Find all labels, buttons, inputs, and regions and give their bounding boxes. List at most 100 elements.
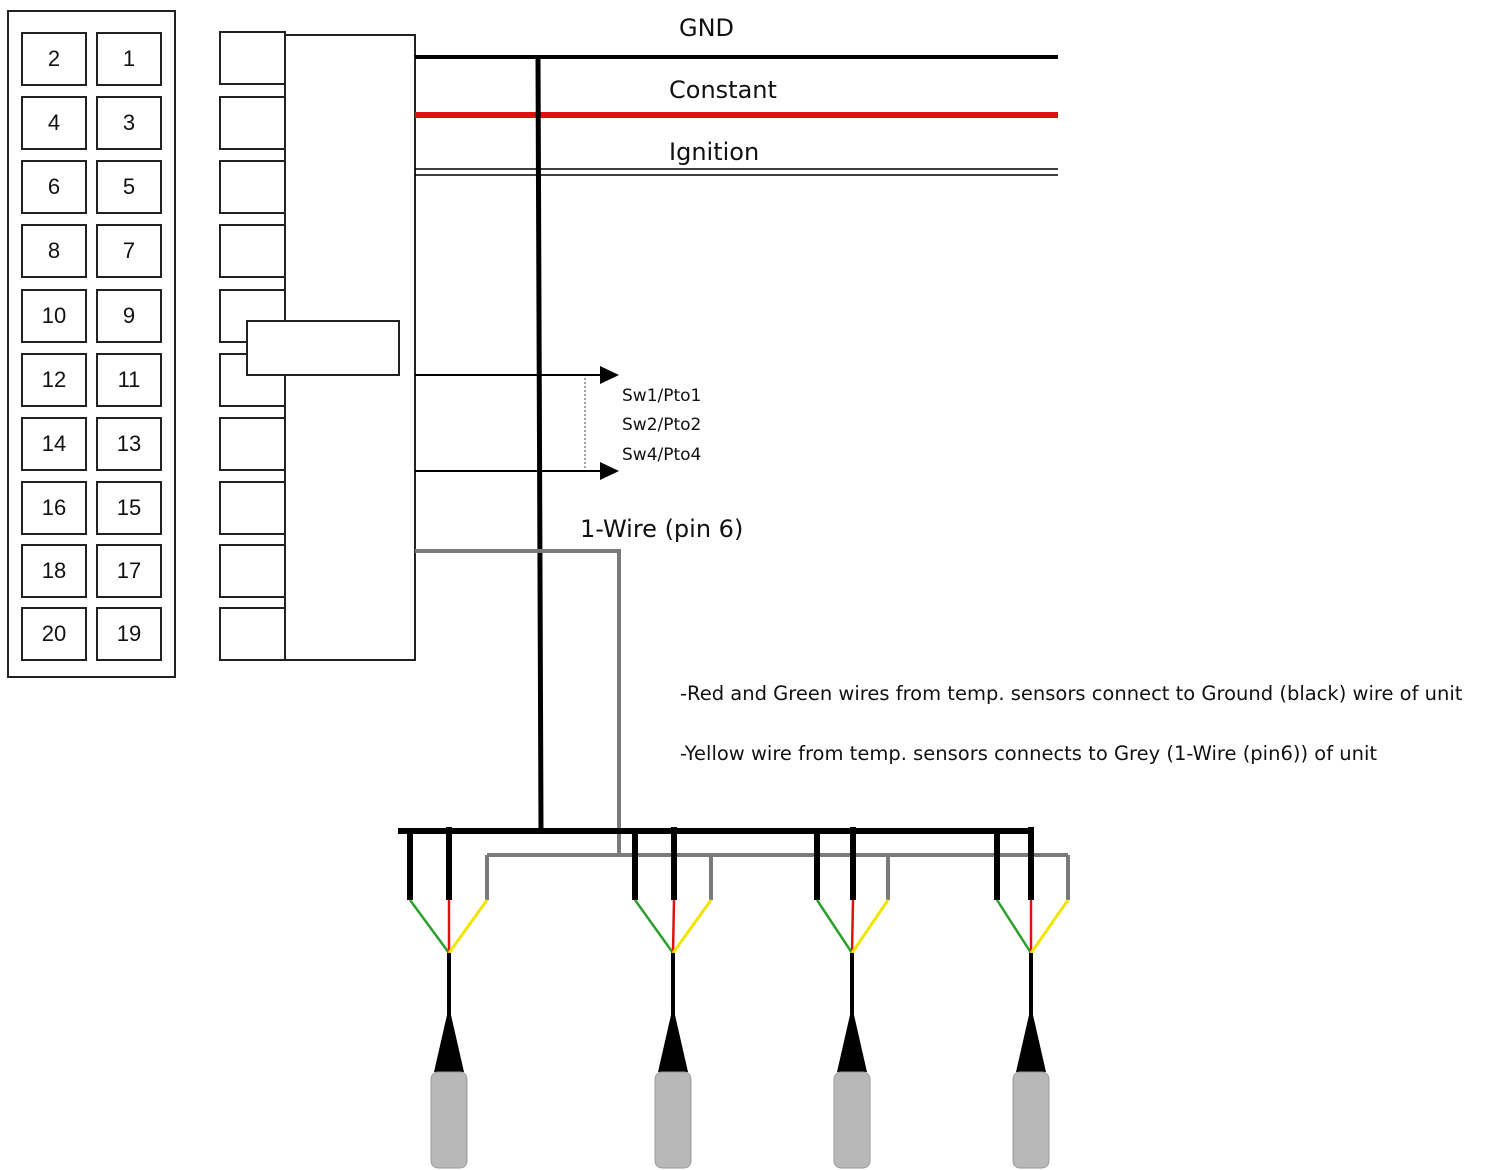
temperature-sensor bbox=[994, 827, 1070, 1169]
sensor-boot-icon bbox=[1016, 1015, 1046, 1072]
sensor-green-wire bbox=[408, 899, 451, 954]
pin-number: 2 bbox=[48, 46, 60, 71]
pin-cell bbox=[96, 417, 162, 471]
pin-row: 10 9 bbox=[21, 289, 162, 343]
power-wires: GND Constant Ignition bbox=[415, 14, 1058, 176]
pin-cell bbox=[96, 289, 162, 343]
sensor-yellow-wire bbox=[447, 899, 489, 954]
pin-cell bbox=[21, 481, 87, 535]
pin-cell bbox=[21, 607, 87, 661]
pin-row: 14 13 bbox=[21, 417, 162, 471]
pin-cell bbox=[21, 224, 87, 278]
pin-row: 12 11 bbox=[21, 353, 162, 407]
pin-cell bbox=[96, 607, 162, 661]
pin-number: 3 bbox=[123, 110, 135, 135]
sensor-green-wire bbox=[633, 899, 675, 954]
pin-number: 14 bbox=[42, 431, 66, 456]
temperature-sensor bbox=[407, 827, 489, 1169]
pin-cell bbox=[21, 289, 87, 343]
sensor-boot-icon bbox=[837, 1015, 867, 1072]
pin-cell bbox=[21, 544, 87, 598]
pin-number: 10 bbox=[42, 303, 66, 328]
pin-number: 5 bbox=[123, 174, 135, 199]
pin-cell bbox=[96, 544, 162, 598]
sw2-label: Sw2/Pto2 bbox=[622, 415, 701, 435]
pin-number: 1 bbox=[123, 46, 135, 71]
one-wire-label: 1-Wire (pin 6) bbox=[580, 515, 743, 543]
pin-number: 13 bbox=[117, 431, 141, 456]
sensor-probe-icon bbox=[1012, 1071, 1050, 1169]
switch-outputs: Sw1/Pto1 Sw2/Pto2 Sw4/Pto4 bbox=[415, 366, 701, 480]
note-ground-connection: -Red and Green wires from temp. sensors … bbox=[680, 682, 1463, 705]
temperature-sensors bbox=[407, 827, 1070, 1169]
plug-latch bbox=[246, 320, 400, 376]
sensor-boot-icon bbox=[658, 1015, 688, 1072]
sensor-red-wire bbox=[850, 899, 855, 954]
sensor-yellow-wire bbox=[671, 899, 713, 954]
sw1-label: Sw1/Pto1 bbox=[622, 386, 701, 406]
plug-slot bbox=[219, 607, 286, 661]
temperature-sensor bbox=[814, 827, 890, 1169]
pin-cell bbox=[21, 417, 87, 471]
sensor-yellow-wire bbox=[850, 899, 890, 954]
pin-number: 4 bbox=[48, 110, 60, 135]
sensor-green-wire bbox=[995, 899, 1033, 954]
pin-cell bbox=[96, 96, 162, 150]
pin-number: 18 bbox=[42, 558, 66, 583]
pin-cell bbox=[96, 32, 162, 86]
sw4-arrow-icon bbox=[600, 462, 619, 480]
pin-number: 6 bbox=[48, 174, 60, 199]
one-wire-line: 1-Wire (pin 6) bbox=[415, 515, 743, 853]
pin-number: 15 bbox=[117, 495, 141, 520]
pin-number: 12 bbox=[42, 367, 66, 392]
pin-cell bbox=[21, 160, 87, 214]
plug-slot bbox=[219, 160, 286, 214]
sensor-probe-icon bbox=[430, 1071, 468, 1169]
ignition-wire bbox=[415, 168, 1058, 176]
sensor-yellow-wire bbox=[1029, 899, 1070, 954]
sensor-boot-icon bbox=[434, 1015, 464, 1072]
pin-number: 19 bbox=[117, 621, 141, 646]
pin-number: 7 bbox=[123, 238, 135, 263]
plug-slot bbox=[219, 544, 286, 598]
gnd-trunk bbox=[535, 56, 544, 832]
pin-number: 16 bbox=[42, 495, 66, 520]
pin-number: 8 bbox=[48, 238, 60, 263]
pin-cell bbox=[21, 96, 87, 150]
harness-plug bbox=[219, 31, 416, 661]
pin-number: 9 bbox=[123, 303, 135, 328]
plug-slot bbox=[219, 224, 286, 278]
constant-label: Constant bbox=[669, 76, 777, 104]
sensor-probe-icon bbox=[654, 1071, 692, 1169]
plug-slot bbox=[219, 481, 286, 535]
plug-slot bbox=[219, 417, 286, 471]
sensor-red-wire bbox=[671, 899, 676, 954]
ignition-label: Ignition bbox=[669, 138, 759, 166]
pin-cell bbox=[96, 353, 162, 407]
plug-slot bbox=[219, 31, 286, 85]
sw4-label: Sw4/Pto4 bbox=[622, 445, 701, 465]
sensor-probe-icon bbox=[833, 1071, 871, 1169]
sw1-arrow-icon bbox=[600, 366, 619, 384]
pin-cell bbox=[96, 224, 162, 278]
pin-number: 11 bbox=[118, 367, 141, 392]
gnd-label: GND bbox=[679, 14, 734, 42]
pin-cell bbox=[96, 160, 162, 214]
sensor-green-wire bbox=[815, 899, 854, 954]
pin-number: 17 bbox=[117, 558, 141, 583]
note-one-wire-connection: -Yellow wire from temp. sensors connects… bbox=[680, 742, 1377, 765]
pin-number: 20 bbox=[42, 621, 66, 646]
pin-cell bbox=[96, 481, 162, 535]
pin-cell bbox=[21, 32, 87, 86]
